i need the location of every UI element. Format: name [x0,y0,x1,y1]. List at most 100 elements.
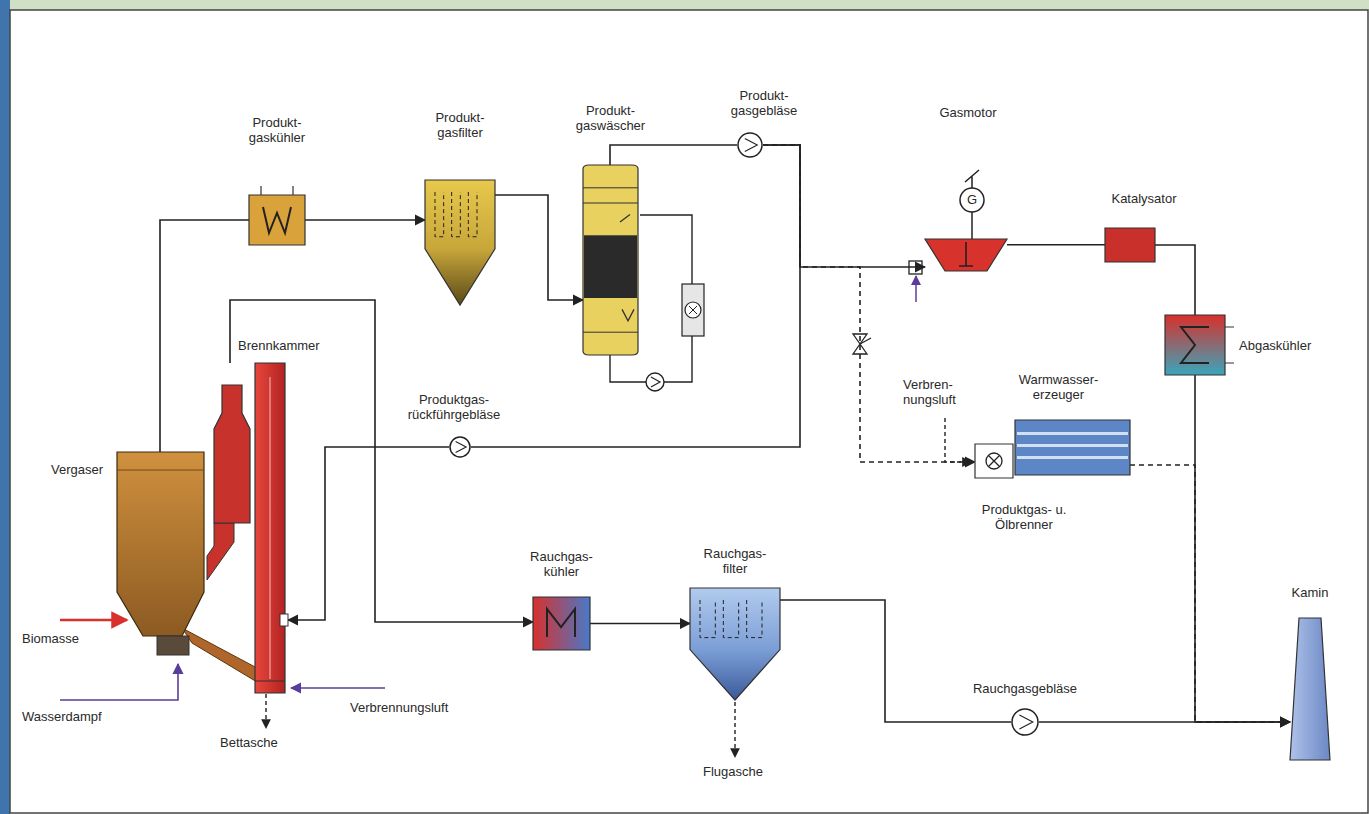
flow-line [763,145,925,267]
gas-blower: Produkt- gasgebläse [737,132,763,158]
input-label: Wasserdampf [22,709,122,724]
valve-symbol [860,338,871,344]
coolant-stub [1225,327,1234,363]
heat-exchanger-symbol [682,284,704,336]
exhaust-cooler: Abgaskühler [1165,315,1225,375]
coil-symbol [1181,327,1209,363]
pump-symbol [651,377,660,387]
cooler-body [1165,315,1225,375]
node-label: Produkt- gaskühler [241,115,313,145]
heat-exchanger-symbol [689,306,697,314]
node-label: Produkt- gasgebläse [725,88,803,118]
generator-shaft [971,212,973,239]
coil-symbol [263,207,291,233]
flow-line [1155,245,1195,315]
flow-line [763,145,975,462]
gas-filter: Produkt- gasfilter [425,180,495,305]
node-label: Warmwasser- erzeuger [1013,372,1105,402]
flow-line [1195,375,1290,722]
stack-body [1290,618,1330,760]
fan-blade [1019,715,1032,729]
flow-line [305,219,425,221]
flow-mark [620,214,634,320]
filter-bags [435,192,477,237]
return-chute [182,628,257,682]
biomass-arrow [60,619,127,622]
flue-gas-cooler: Rauchgas- kühler [533,597,590,650]
node-label: Produkt- gasfilter [424,110,496,140]
cooler-body [249,195,305,245]
engine-body [925,239,1007,271]
shape-outline [1165,315,1225,375]
node-label: Katalysator [1099,191,1189,206]
node-label: Produktgas- u. Ölbrenner [972,502,1076,532]
flow-line [780,600,1011,722]
piston-mark [959,242,973,266]
shape-outline [925,238,1007,272]
scrubber-column [583,165,638,355]
engine-air-line [915,276,917,302]
panel-border [10,10,1368,813]
combustion-chamber: Brennkammer [208,363,288,693]
boiler-tube [1017,444,1128,447]
flow-line [590,623,690,625]
boiler-tube [1017,432,1128,435]
shape-outline [1015,420,1130,475]
tray-line [583,188,638,332]
bed-chute [207,523,234,580]
flue-gas-filter: Rauchgas- filter [690,588,780,700]
gas-engine: Gasmotor [925,238,1007,272]
gas-scrubber: Produkt- gaswäscher [583,165,638,355]
generator-terminal [965,170,979,188]
generator-symbol [960,188,984,212]
boiler-tube [1017,456,1128,459]
flow-line [471,145,800,447]
node-label: Gasmotor [928,105,1008,120]
node-label: Rauchgas- kühler [526,549,598,579]
input-label: Verbrennungsluft [350,700,470,715]
fan-blade [456,442,467,453]
grate [157,636,189,655]
filter-body [425,180,495,305]
coolant-stub [261,186,293,195]
stack: Kamin [1290,618,1330,760]
node-label: Kamin [1280,585,1340,600]
flow-line [1130,465,1290,722]
ash-line [265,694,266,728]
gasifier-seam [117,470,204,471]
shape-outline [208,363,288,693]
ash-line [734,702,735,757]
input-label: Verbren- nungsluft [903,377,975,407]
node-label: Vergaser [23,462,103,477]
output-label: Bettasche [220,735,300,750]
shape-outline [1290,618,1330,760]
cooler-body [533,597,590,650]
gas-nozzle [280,614,288,626]
shape-outline [113,452,208,657]
fan-symbol [450,437,470,457]
node-label: Produktgas- rückführgebläse [398,392,510,422]
filter-bags [700,600,762,638]
shape-outline [249,195,305,245]
gasifier-body [117,452,204,636]
gas-cooler: Produkt- gaskühler [249,195,305,245]
heat-exchanger-symbol [685,302,701,318]
steam-line [60,664,178,700]
cyclone [214,385,250,523]
burner: Produktgas- u. Ölbrenner [975,444,1013,478]
fan-blade [745,139,757,152]
riser-line [270,377,271,679]
input-label: Biomasse [22,631,102,646]
flow-line [288,447,449,620]
boiler-body [1015,420,1130,475]
fan-symbol [738,133,762,157]
air-line [291,687,385,689]
hot-water-boiler: Warmwasser- erzeuger [1015,420,1130,475]
shape-outline [975,444,1013,478]
shape-outline [583,165,638,355]
shape-outline [737,132,763,158]
node-label: Produkt- gaswäscher [571,103,651,133]
output-label: Flugasche [703,764,783,779]
